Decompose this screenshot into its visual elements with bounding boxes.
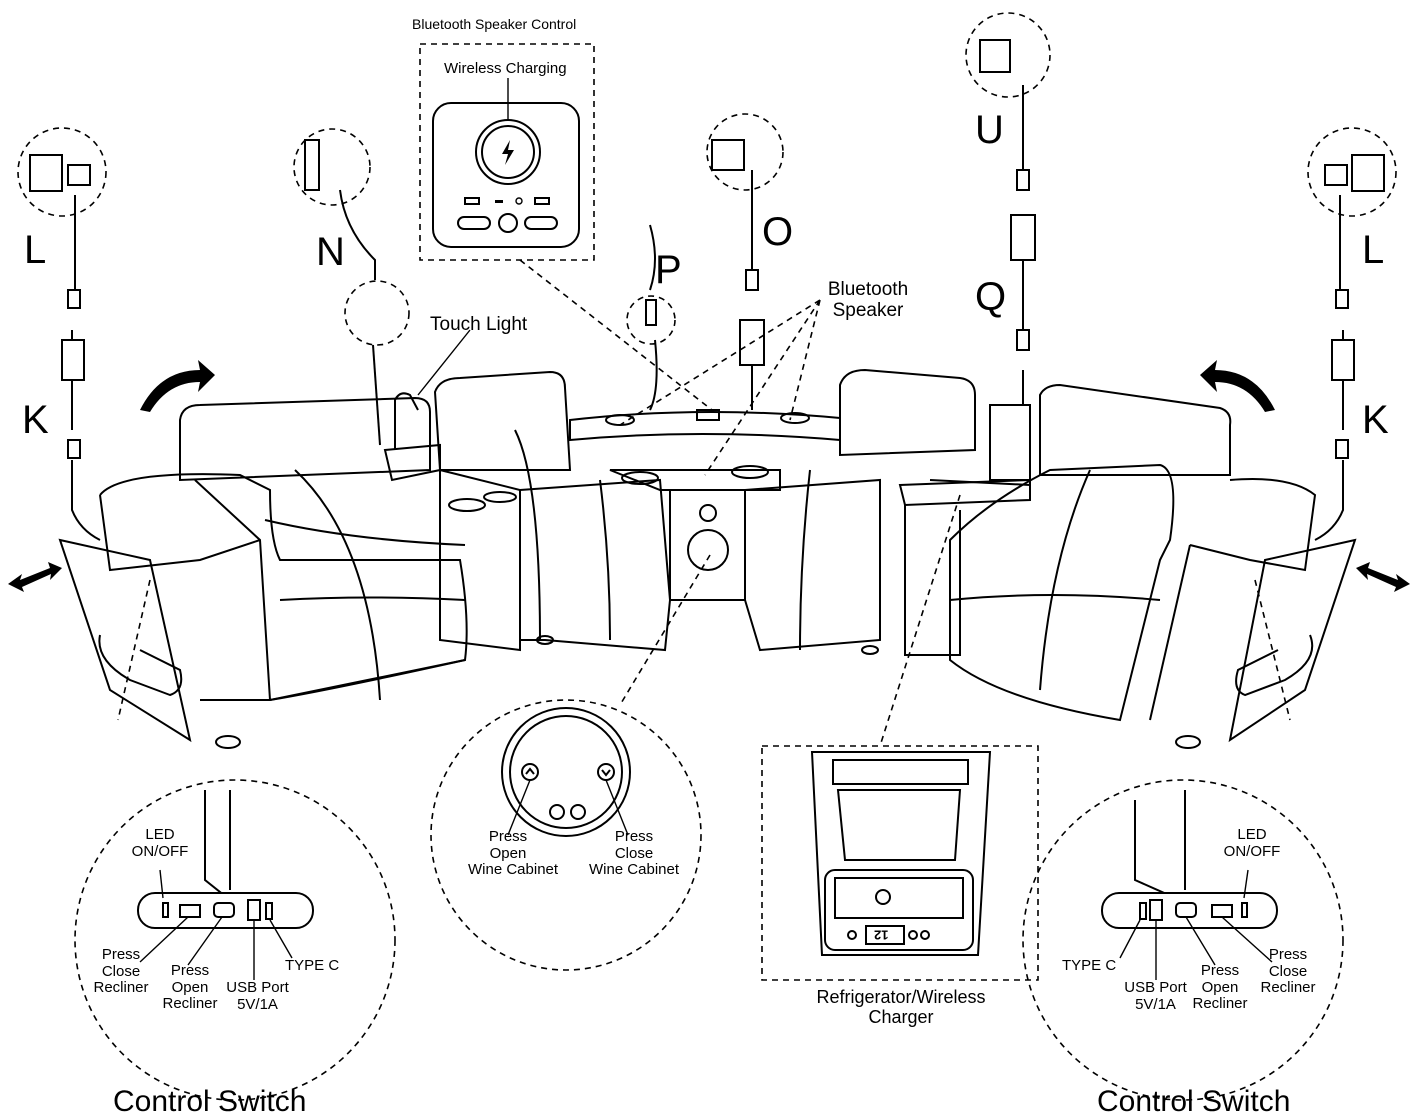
- type-c-label-left: TYPE C: [285, 958, 339, 975]
- control-switch-left: [138, 790, 313, 980]
- fridge-display: 12: [874, 927, 888, 941]
- letter-p: P: [655, 248, 682, 292]
- control-switch-title-right: Control Switch: [1097, 1085, 1290, 1118]
- wine-cabinet-control: [502, 708, 630, 836]
- letter-q: Q: [975, 275, 1006, 319]
- control-switch-right: [1102, 790, 1277, 980]
- bluetooth-speaker-control-label: Bluetooth Speaker Control: [412, 17, 576, 32]
- letter-k-left: K: [22, 398, 49, 442]
- speaker-control-panel: [433, 78, 579, 247]
- up-chevron-icon: [522, 764, 538, 780]
- wireless-charging-label: Wireless Charging: [444, 61, 567, 78]
- refrigerator-detail: [812, 752, 990, 955]
- power-adapter-icon: [1332, 340, 1354, 380]
- sofa-drawing: [8, 360, 1410, 748]
- usb-port-icon: [465, 198, 479, 204]
- control-switch-title-left: Control Switch: [113, 1085, 306, 1118]
- cables: [62, 85, 1354, 540]
- touch-light-label: Touch Light: [430, 315, 527, 336]
- letter-o: O: [762, 210, 793, 254]
- letter-n: N: [316, 230, 345, 274]
- letter-u: U: [975, 108, 1004, 152]
- wall-outlet-icon: [1352, 155, 1384, 191]
- type-c-label-right: TYPE C: [1062, 958, 1116, 975]
- letter-l-left: L: [24, 228, 46, 272]
- usb-port-icon: [535, 198, 549, 204]
- power-adapter-icon: [62, 340, 84, 380]
- callout-circles: [18, 13, 1396, 1100]
- wall-outlet-icon: [712, 140, 744, 170]
- letter-l-right: L: [1362, 228, 1384, 272]
- letter-k-right: K: [1362, 398, 1389, 442]
- down-chevron-icon: [598, 764, 614, 780]
- wall-outlet-icon: [30, 155, 62, 191]
- wall-outlet-icon: [980, 40, 1010, 72]
- power-adapter-icon: [1011, 215, 1035, 260]
